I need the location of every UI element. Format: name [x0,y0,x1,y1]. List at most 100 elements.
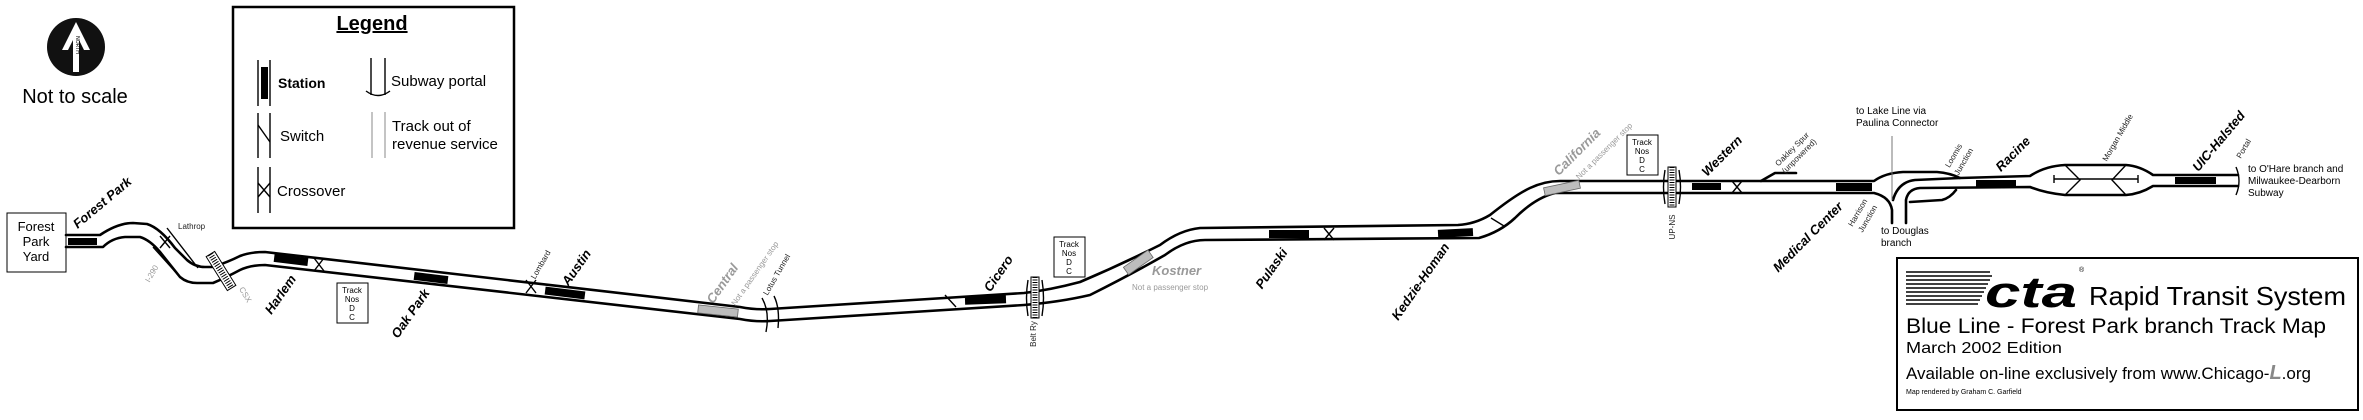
crossover-icon [1731,180,1743,194]
label-morgan-middle: Morgan Middle [2101,112,2136,163]
up-ns-bridge-icon [1662,166,1682,208]
legend-title: Legend [336,13,407,35]
track-nos-text: D [1639,156,1645,165]
yard-line-2: Park [23,234,50,249]
label-pulaski: Pulaski [1252,245,1291,291]
label-portal: Portal [2235,137,2253,160]
north-letters: NORTH [74,36,80,54]
station-austin [544,286,586,300]
track-nos-text: Track [1059,240,1080,249]
switches [159,164,2139,308]
track-south-east [1904,184,2240,225]
station-forest-park [68,238,97,245]
label-ohare-1: to O'Hare branch and [2248,164,2343,175]
availability-suffix: .org [2282,364,2311,383]
station-pulaski [1269,230,1309,238]
station-kedzie-homan [1437,228,1474,238]
label-up-ns: UP-NS [1668,215,1677,240]
label-belt-ry: Belt Ry [1029,321,1038,347]
track-nos-box: Track Nos D C [336,282,369,324]
structures [152,166,2240,333]
legend-subway-portal-label: Subway portal [391,73,486,90]
morgan-crossovers [2053,164,2139,196]
label-uic-halsted: UIC-Halsted [2189,107,2249,174]
station-platforms [68,177,2216,318]
station-medical-center [1836,183,1872,191]
label-lathrop: Lathrop [178,222,206,231]
track-paulina-connector-link [1891,176,1962,202]
track-nos-text: C [1639,165,1645,174]
track-nos-text: Track [1632,138,1653,147]
track-nos-text: D [349,304,355,313]
label-douglas-2: branch [1881,238,1912,249]
station-harlem [273,253,309,267]
system-title: Rapid Transit System [2089,281,2346,311]
credit: Map rendered by Graham C. Garfield [1906,389,2022,396]
station-central [697,304,739,318]
station-racine [1976,180,2016,187]
label-kostner: Kostner [1152,263,1202,278]
legend-crossover-icon [257,167,271,213]
station-cicero [964,295,1007,305]
legend-out-of-service-label-1: Track out of [392,118,471,135]
track-nos-text: D [1066,258,1072,267]
label-kedzie-homan: Kedzie-Homan [1388,240,1452,323]
station-oak-park [413,271,449,285]
registered-mark: ® [2079,266,2085,274]
label-ohare-3: Subway [2248,188,2284,199]
track-nos-box: Track Nos D C [1053,236,1086,278]
label-medical-center: Medical Center [1770,198,1847,275]
cta-logo-text: cta [1985,268,2077,317]
label-lake-line-1: to Lake Line via [1856,106,1926,117]
label-csx: CSX [237,285,253,304]
subway-portal-icon [2235,166,2240,196]
legend-switch-label: Switch [280,128,324,145]
label-oak-park: Oak Park [388,285,433,340]
north-arrow-icon: NORTH [47,18,105,76]
legend-out-of-service-icon [371,112,386,158]
availability: Available on-line exclusively from www.C… [1906,362,2311,384]
label-california: California [1550,125,1603,178]
label-cicero: Cicero [981,253,1017,295]
track-nos-box: Track Nos D C [1626,134,1659,176]
track-nos-text: Nos [1062,249,1076,258]
crossover-icon [525,279,537,294]
track-nos-text: Nos [1635,147,1649,156]
title-box: cta ® Rapid Transit System Blue Line - F… [1896,257,2359,411]
lathrop-overpass [166,227,199,269]
station-kostner [1122,249,1154,276]
label-harlem: Harlem [262,272,300,317]
i290-overpass [152,246,181,278]
availability-prefix: Available on-line exclusively from www.C… [1906,364,2269,383]
crossover-icon [159,235,171,249]
track-nos-text: Nos [345,295,359,304]
station-uic-halsted [2175,177,2216,184]
belt-ry-bridge-icon [1025,276,1045,319]
label-ohare-2: Milwaukee-Dearborn [2248,176,2340,187]
legend-station-label: Station [278,75,325,91]
lotus-tunnel-icon [761,295,780,333]
loomis-spur [1908,188,1958,204]
legend-crossover-label: Crossover [277,183,345,200]
track-nos-text: C [349,313,355,322]
forest-park-yard: Forest Park Yard [6,212,67,273]
station-california [1543,179,1581,197]
label-austin: Austin [558,247,594,290]
track-north [64,163,2240,311]
tracks [64,136,2240,323]
label-i290: I-290 [143,263,160,284]
chicago-l-logo: L [2269,362,2281,384]
csx-bridge-icon [205,250,237,292]
label-lake-line-2: Paulina Connector [1856,118,1939,129]
switch-icon [944,294,957,308]
oakley-spur [1759,171,1798,183]
label-western: Western [1698,132,1745,179]
label-racine: Racine [1992,133,2033,174]
legend-subway-portal-icon [365,58,391,97]
legend-out-of-service-label-2: revenue service [392,136,498,153]
crossover-icon [1323,227,1335,241]
track-nos-text: Track [342,286,363,295]
track-south [64,191,1894,323]
edition: March 2002 Edition [1906,340,2062,357]
